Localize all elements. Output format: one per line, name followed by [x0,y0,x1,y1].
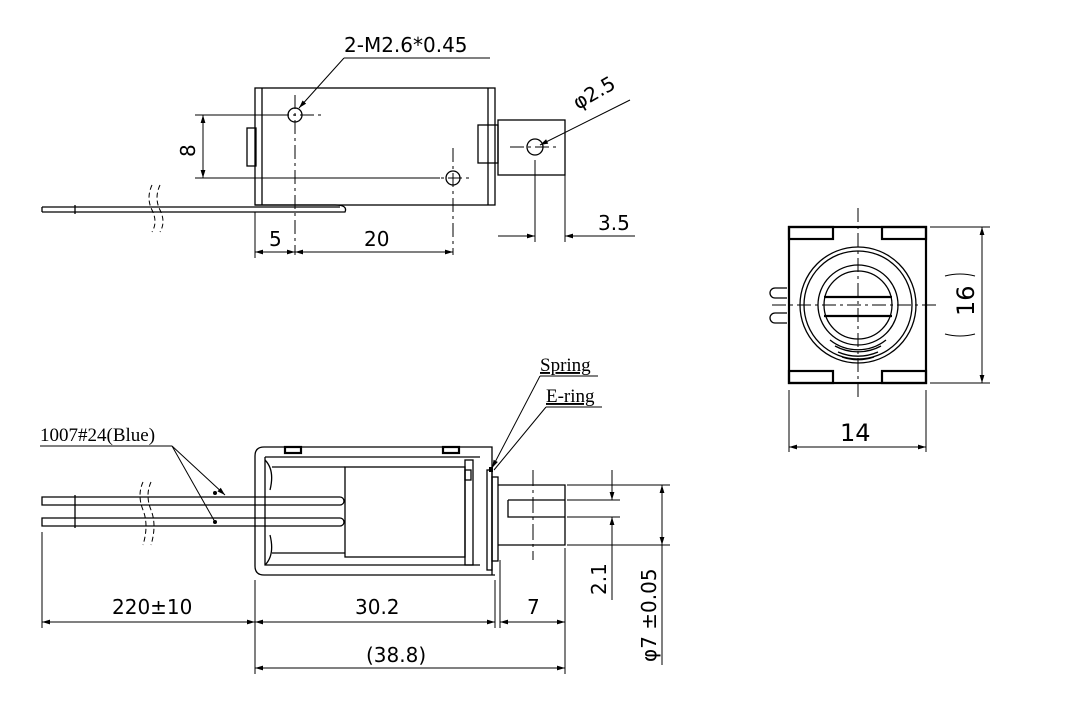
dim-offset-5: 5 [269,227,282,251]
plunger-shaft [497,119,566,176]
body-outline [254,87,496,206]
dim-body-length: 30.2 [355,595,400,619]
side-view: Spring E-ring 1007#24(Blue) 220±10 30.2 … [40,355,670,674]
dim-height-16: 16 [952,285,980,316]
dim-total-length: (38.8) [366,643,426,667]
bracket-tab [246,127,257,167]
end-view: 16 14 [769,208,990,452]
shaft [498,484,566,546]
dim-slot: 2.1 [587,563,611,595]
wire [41,496,345,506]
hole-diameter-label: φ2.5 [569,71,620,114]
spring-label: Spring [540,355,591,376]
dim-stroke: 7 [527,595,540,619]
e-ring-label: E-ring [546,386,595,407]
bracket [255,204,347,213]
top-view: 8 5 20 3.5 2-M2.6*0.45 φ2.5 [41,33,635,258]
wire [41,517,345,527]
dim-height-8: 8 [176,144,200,157]
dim-shaft-3-5: 3.5 [598,211,630,235]
dim-wire-length: 220±10 [112,595,192,619]
e-ring [491,476,499,562]
dim-hole-spacing-20: 20 [364,227,389,251]
dim-shaft-diameter: φ7 ±0.05 [637,568,661,662]
wire-spec-label: 1007#24(Blue) [40,425,155,446]
dim-width-14: 14 [840,419,871,447]
frame-outline [254,446,495,576]
thread-label: 2-M2.6*0.45 [344,33,468,57]
coil [344,466,466,558]
